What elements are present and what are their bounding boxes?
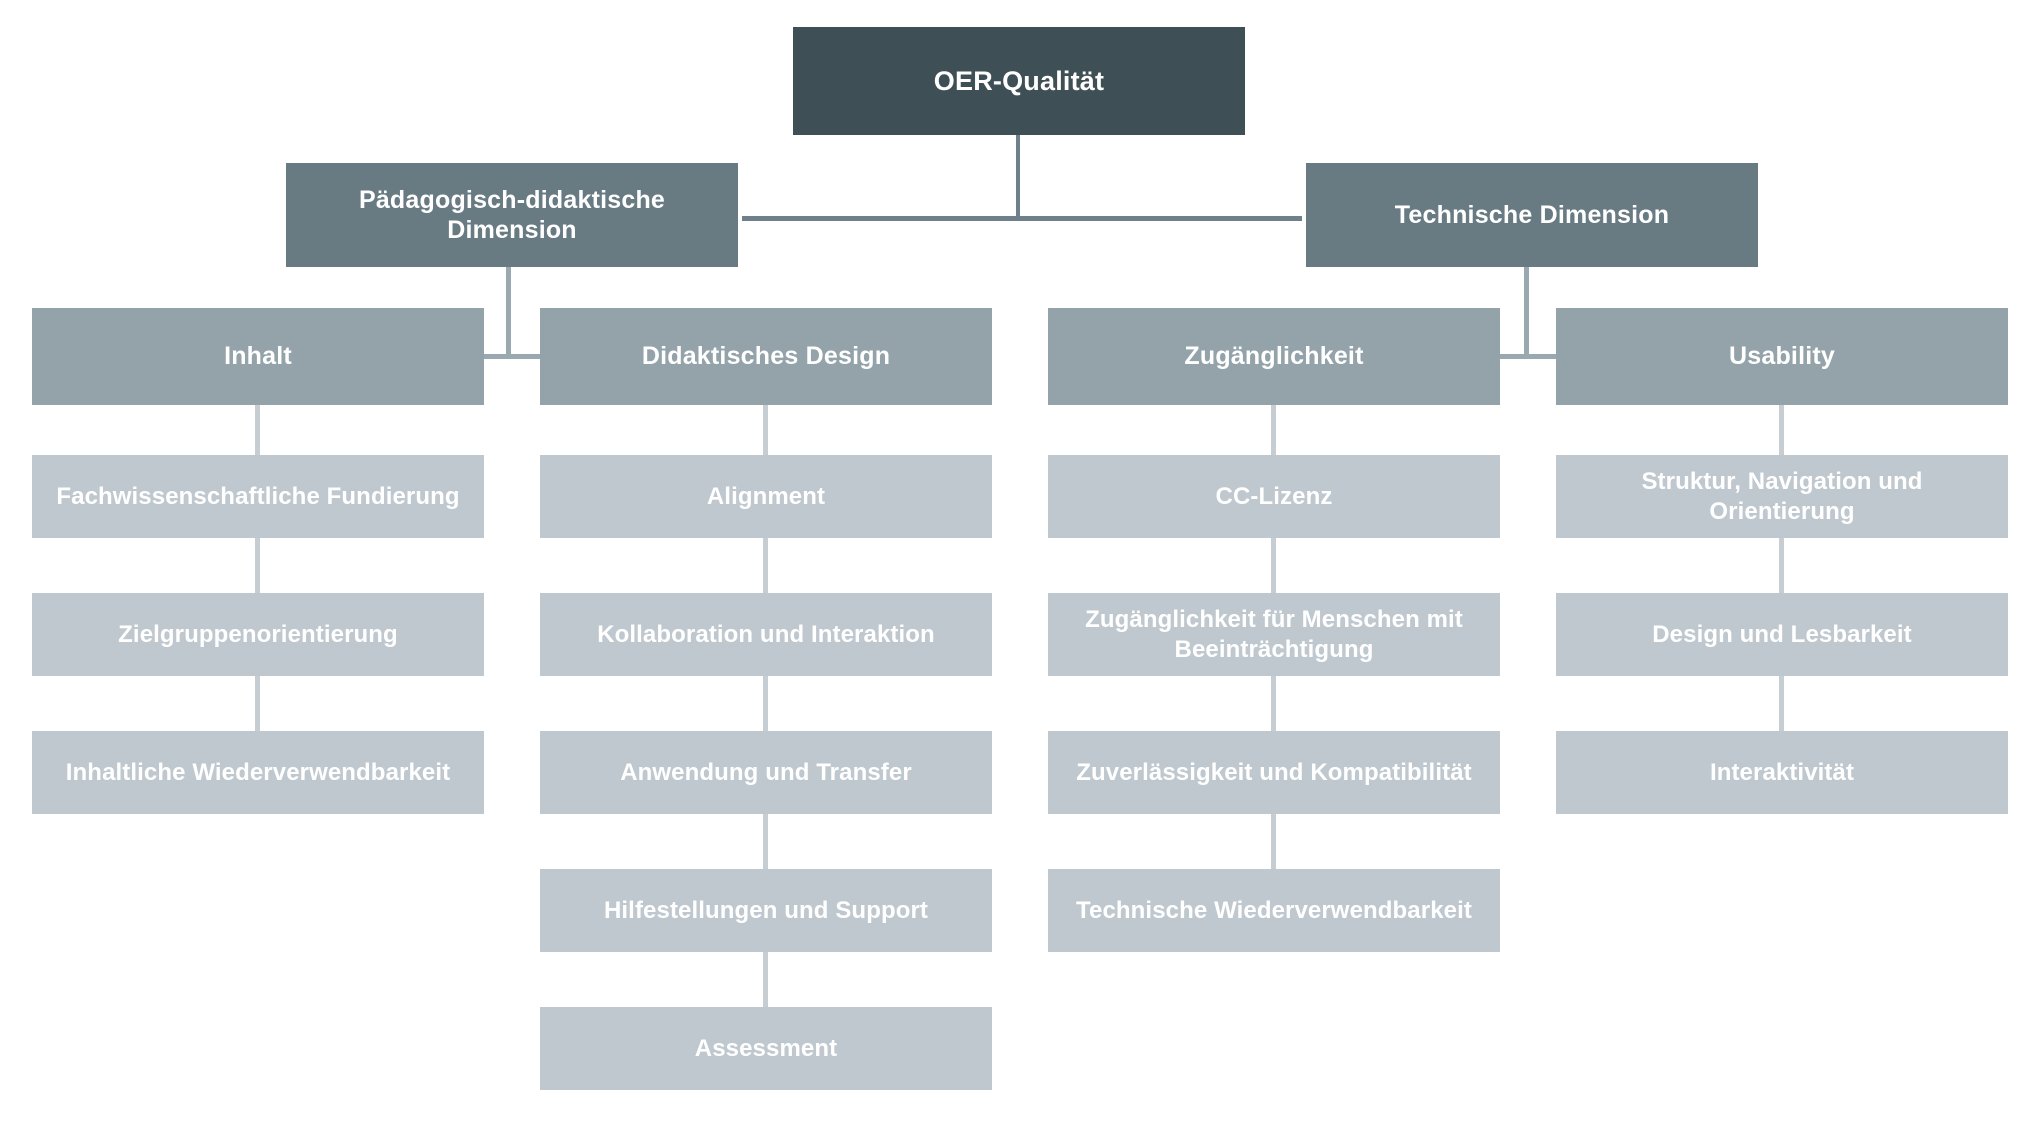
connector-dimension-crossbar [742,216,1302,221]
node-criterion-alignment[interactable]: Alignment [540,455,992,538]
node-criterion-fachwissenschaftliche-fundierung[interactable]: Fachwissenschaftliche Fundierung [32,455,484,538]
node-label: Usability [1729,342,1835,371]
node-category-didaktisches-design[interactable]: Didaktisches Design [540,308,992,405]
node-criterion-anwendung-und-transfer[interactable]: Anwendung und Transfer [540,731,992,814]
node-criterion-zuverlaessigkeit-und-kompatibilitaet[interactable]: Zuverlässigkeit und Kompatibilität [1048,731,1500,814]
node-label: Fachwissenschaftliche Fundierung [56,482,460,510]
node-criterion-interaktivitaet[interactable]: Interaktivität [1556,731,2008,814]
node-label: Struktur, Navigation und Orientierung [1641,468,1923,525]
node-label: Anwendung und Transfer [620,758,912,786]
node-label: CC-Lizenz [1215,482,1333,510]
node-criterion-zugaenglichkeit-fuer-menschen-mit-beeintraechtigung[interactable]: Zugänglichkeit für Menschen mit Beeinträ… [1048,593,1500,676]
node-criterion-assessment[interactable]: Assessment [540,1007,992,1090]
node-category-inhalt[interactable]: Inhalt [32,308,484,405]
node-criterion-struktur-navigation-und-orientierung[interactable]: Struktur, Navigation und Orientierung [1556,455,2008,538]
node-label: Zuverlässigkeit und Kompatibilität [1076,758,1472,786]
node-label: Design und Lesbarkeit [1652,620,1912,648]
node-criterion-design-und-lesbarkeit[interactable]: Design und Lesbarkeit [1556,593,2008,676]
node-dimension-paedagogisch-didaktisch[interactable]: Pädagogisch-didaktische Dimension [286,163,738,267]
connector-right-category-crossbar [1226,354,1826,359]
node-label: Alignment [706,482,826,510]
connector-right-dimension-stem [1524,267,1529,357]
node-criterion-cc-lizenz[interactable]: CC-Lizenz [1048,455,1500,538]
node-label: Kollaboration und Interaktion [597,620,935,648]
node-label: Technische Wiederverwendbarkeit [1076,896,1472,924]
node-criterion-inhaltliche-wiederverwendbarkeit[interactable]: Inhaltliche Wiederverwendbarkeit [32,731,484,814]
node-label: Inhaltliche Wiederverwendbarkeit [65,758,451,786]
node-label: Didaktisches Design [641,342,891,371]
node-label: Inhalt [224,342,292,371]
node-label: Hilfestellungen und Support [603,896,929,924]
node-category-zugaenglichkeit[interactable]: Zugänglichkeit [1048,308,1500,405]
node-label: Zielgruppenorientierung [118,620,398,648]
node-label: Technische Dimension [1394,200,1670,229]
node-criterion-kollaboration-und-interaktion[interactable]: Kollaboration und Interaktion [540,593,992,676]
node-criterion-zielgruppenorientierung[interactable]: Zielgruppenorientierung [32,593,484,676]
connector-root-stem [1016,135,1020,220]
node-root-oer-qualitaet[interactable]: OER-Qualität [793,27,1245,135]
node-label: Interaktivität [1709,758,1855,786]
node-criterion-technische-wiederverwendbarkeit[interactable]: Technische Wiederverwendbarkeit [1048,869,1500,952]
node-label: OER-Qualität [933,65,1105,96]
node-category-usability[interactable]: Usability [1556,308,2008,405]
connector-left-dimension-stem [506,267,511,357]
connector-left-category-crossbar [208,354,808,359]
node-label: Assessment [694,1034,838,1062]
node-label: Pädagogisch-didaktische Dimension [358,185,666,245]
node-label: Zugänglichkeit [1184,342,1364,371]
node-dimension-technisch[interactable]: Technische Dimension [1306,163,1758,267]
node-criterion-hilfestellungen-und-support[interactable]: Hilfestellungen und Support [540,869,992,952]
node-label: Zugänglichkeit für Menschen mit Beeinträ… [1085,606,1463,663]
